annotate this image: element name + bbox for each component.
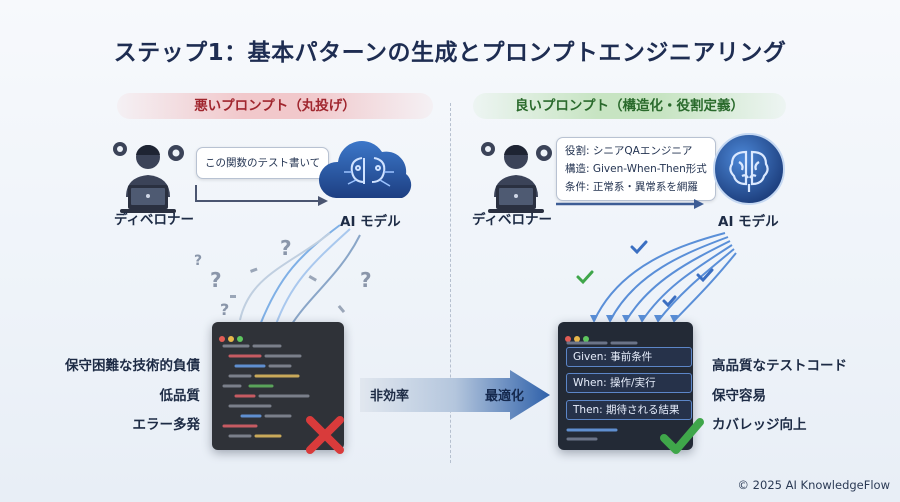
bad-code-editor [212, 322, 344, 450]
question-mark-icon: ? [194, 253, 202, 269]
prompt-structure: 構造: Given-When-Then形式 [565, 163, 707, 175]
optimized-label: 最適化 [485, 389, 525, 404]
footer-code-lines [566, 428, 618, 441]
outcome-maintainable: 保守容易 [712, 388, 766, 404]
ai-brain-icon [713, 133, 785, 205]
outcome-low-quality: 低品質 [159, 388, 201, 404]
good-code-editor: Given: 事前条件 When: 操作/実行 Then: 期待される結果 [558, 322, 693, 450]
prompt-arrow-left [195, 185, 328, 206]
structured-prompt-bubble: 役割: シニアQAエンジニア 構造: Given-When-Then形式 条件:… [556, 137, 716, 201]
transition-arrow [360, 370, 550, 420]
outcome-many-errors: エラー多発 [132, 417, 201, 433]
header-code-lines [566, 341, 638, 345]
question-mark-icon: ? [280, 236, 292, 260]
developer-label-left: ディベロナー [114, 212, 195, 228]
section-divider [450, 103, 451, 463]
copyright-text: © 2025 AI KnowledgeFlow [737, 478, 890, 492]
prompt-role: 役割: シニアQAエンジニア [565, 145, 693, 157]
ordered-flow-lines [576, 232, 737, 323]
error-x-icon [306, 416, 344, 454]
vague-prompt-bubble: この関数のテスト書いて [196, 147, 330, 179]
when-field: When: 操作/実行 [566, 373, 692, 393]
messy-code-lines [222, 344, 310, 438]
page-title: ステップ1：基本パターンの生成とプロンプトエンジニアリング [113, 40, 787, 66]
window-controls-right [558, 322, 693, 351]
outcome-debt: 保守困難な技術的負債 [65, 358, 200, 374]
then-field: Then: 期待される結果 [566, 400, 692, 420]
window-controls [212, 322, 344, 351]
check-icon [630, 240, 648, 255]
developer-icon [113, 142, 184, 213]
inefficient-label: 非効率 [370, 389, 410, 404]
check-icon [662, 295, 677, 308]
given-field: Given: 事前条件 [566, 347, 692, 367]
question-mark-icon: ? [210, 268, 222, 292]
ai-model-label-right: AI モデル [718, 214, 779, 230]
check-icon [576, 270, 594, 285]
prompt-arrow-right [556, 199, 704, 209]
success-check-icon [660, 418, 704, 454]
bad-prompt-header: 悪いプロンプト（丸投げ） [117, 93, 433, 119]
good-prompt-header: 良いプロンプト（構造化・役割定義） [473, 93, 786, 119]
chaos-swirl: ? ? ? ? ? [194, 224, 372, 328]
ai-model-label-left: AI モデル [340, 214, 401, 230]
developer-label-right: ディベロナー [472, 212, 553, 228]
question-mark-icon: ? [360, 268, 372, 292]
check-icon [696, 268, 714, 283]
question-mark-icon: ? [220, 300, 229, 319]
outcome-coverage: カバレッジ向上 [712, 417, 807, 433]
ai-cloud-icon [318, 140, 412, 198]
outcome-high-quality: 高品質なテストコード [712, 358, 847, 374]
vague-prompt-text: この関数のテスト書いて [205, 157, 321, 169]
prompt-conditions: 条件: 正常系・異常系を網羅 [565, 181, 698, 193]
developer-icon-right [481, 142, 552, 213]
